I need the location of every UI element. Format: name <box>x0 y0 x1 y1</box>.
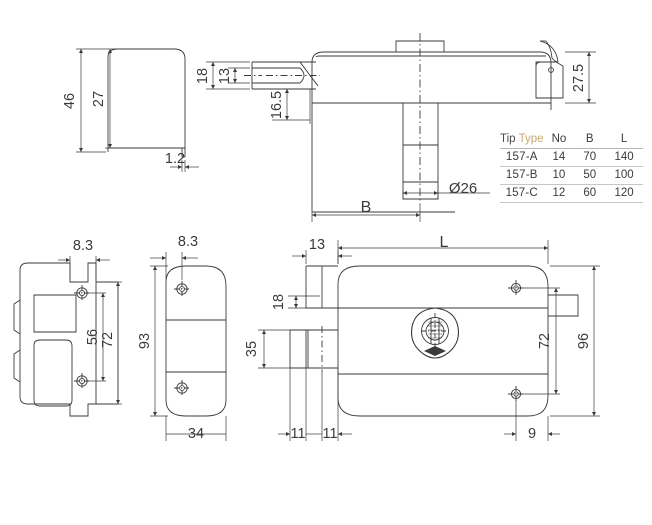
dim-93: 93 <box>137 333 153 349</box>
dim-72-right: 72 <box>537 333 553 349</box>
table-row: 157-C 12 60 120 <box>500 184 643 203</box>
dim-46: 46 <box>62 93 78 109</box>
header-type-label: Type <box>518 133 544 145</box>
dim-8-3-left: 8.3 <box>73 238 93 254</box>
strike-plate-face-holes <box>174 281 190 396</box>
cell-code: 157-A <box>500 148 544 167</box>
header-tip-type: Tip Type <box>500 131 544 149</box>
table-header-row: Tip Type No B L <box>500 131 643 149</box>
dim-16-5: 16.5 <box>269 91 285 119</box>
strike-front-dimension-lines <box>58 256 122 405</box>
dim-dia-26: Ø26 <box>449 180 477 197</box>
cell-b: 50 <box>574 166 606 185</box>
cell-l: 120 <box>605 184 643 203</box>
lock-body-keyhole-escutcheon <box>410 307 460 359</box>
bracket-dimension-lines <box>76 48 199 172</box>
specification-table: Tip Type No B L 157-A 14 70 140 157-B 10… <box>500 131 643 203</box>
cell-code: 157-C <box>500 184 544 203</box>
header-l: L <box>605 131 643 149</box>
lock-body-front-dimension-lines <box>258 240 600 441</box>
strike-plate-face-outline <box>165 265 227 417</box>
cell-l: 100 <box>605 166 643 185</box>
cell-b: 60 <box>574 184 606 203</box>
dim-13-front: 13 <box>309 237 325 253</box>
cell-no: 10 <box>543 166 575 185</box>
header-tip-label: Tip <box>500 133 516 145</box>
dim-96: 96 <box>576 333 592 349</box>
cell-code: 157-B <box>500 166 544 185</box>
dim-11-b: 11 <box>322 426 337 442</box>
top-view-hook-latch <box>535 40 564 99</box>
dim-18-top: 18 <box>195 68 211 84</box>
dim-9: 9 <box>528 426 536 442</box>
dim-35: 35 <box>244 341 260 357</box>
dim-l-front: L <box>440 234 449 251</box>
top-view-latch-bar <box>244 61 320 90</box>
dim-34: 34 <box>188 426 204 442</box>
header-b: B <box>574 131 606 149</box>
cell-l: 140 <box>605 148 643 167</box>
top-view-cylinder-boss <box>395 33 445 205</box>
dim-b-top: B <box>361 199 372 216</box>
dim-72-left: 72 <box>100 332 116 348</box>
strike-plate-face-dimension-lines <box>150 252 227 441</box>
cell-no: 12 <box>543 184 575 203</box>
dim-27: 27 <box>91 91 107 107</box>
dim-13-top: 13 <box>217 68 233 84</box>
dim-56: 56 <box>85 329 101 345</box>
lock-body-front-outline <box>289 265 579 417</box>
bracket-profile-outline <box>107 48 186 158</box>
table-row: 157-A 14 70 140 <box>500 148 643 167</box>
dim-8-3-mid: 8.3 <box>178 234 198 250</box>
dim-18-front: 18 <box>271 294 287 310</box>
cell-no: 14 <box>543 148 575 167</box>
cell-b: 70 <box>574 148 606 167</box>
header-no: No <box>543 131 575 149</box>
dim-1-2: 1.2 <box>165 151 185 167</box>
top-view-dimension-lines <box>206 51 596 222</box>
dim-27-5: 27.5 <box>571 64 587 92</box>
dim-11-a: 11 <box>290 426 305 442</box>
lock-body-front-holes <box>508 280 524 402</box>
table-row: 157-B 10 50 100 <box>500 166 643 185</box>
